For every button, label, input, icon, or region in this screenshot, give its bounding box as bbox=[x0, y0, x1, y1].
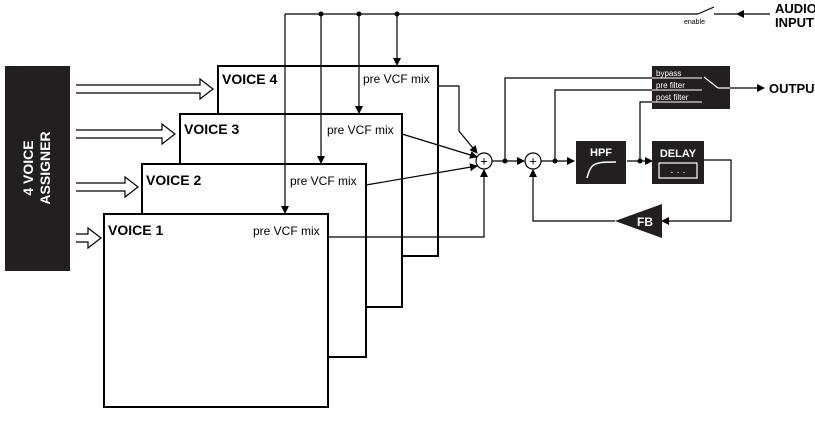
voice-4-title: VOICE 4 bbox=[222, 71, 277, 87]
voice-2-title: VOICE 2 bbox=[146, 172, 201, 188]
switch-option-pre-filter: pre filter bbox=[656, 81, 685, 90]
voice-4-mix-label: pre VCF mix bbox=[363, 72, 430, 86]
hpf-label: HPF bbox=[590, 147, 612, 159]
audio-input-bus bbox=[281, 6, 770, 214]
sum-symbol-1: + bbox=[480, 154, 488, 169]
feedback-amp: FB bbox=[615, 204, 662, 238]
bus-junction-dots bbox=[318, 11, 400, 17]
junction-dots bbox=[502, 158, 643, 164]
audio-input-label-line1: AUDIO bbox=[775, 1, 815, 16]
hollow-arrow-voice2 bbox=[76, 175, 139, 199]
voice-2-mix-label: pre VCF mix bbox=[290, 174, 357, 188]
sum-symbol-2: + bbox=[529, 154, 537, 169]
audio-input-label-line2: INPUT bbox=[775, 15, 814, 30]
assigner-label-line2: ASSIGNER bbox=[37, 131, 53, 204]
switch-option-post-filter: post filter bbox=[656, 93, 689, 102]
switch-lever-icon bbox=[703, 76, 719, 89]
assigner-arrows bbox=[76, 77, 214, 250]
delay-label: DELAY bbox=[660, 148, 697, 160]
voice-assigner: 4 VOICE ASSIGNER bbox=[5, 66, 70, 271]
voice-3-mix-label: pre VCF mix bbox=[327, 123, 394, 137]
mix-lines bbox=[328, 85, 488, 238]
hpf-curve-icon bbox=[586, 161, 617, 179]
hollow-arrow-voice4 bbox=[76, 77, 214, 101]
fb-label: FB bbox=[637, 215, 653, 229]
voice-1-title: VOICE 1 bbox=[108, 222, 163, 238]
assigner-label-line1: 4 VOICE bbox=[20, 140, 36, 195]
output-switch: bypass pre filter post filter bbox=[652, 66, 730, 109]
summing-node-2: + bbox=[524, 152, 542, 170]
hpf-block: HPF bbox=[576, 141, 626, 184]
delay-block: DELAY · · · bbox=[652, 141, 704, 184]
voice-3-title: VOICE 3 bbox=[184, 121, 239, 137]
voice-1-panel: VOICE 1 pre VCF mix bbox=[103, 213, 329, 408]
enable-label: enable bbox=[684, 19, 705, 26]
delay-line-icon: · · · bbox=[670, 167, 686, 178]
summing-node-1: + bbox=[475, 152, 493, 170]
main-path bbox=[492, 77, 732, 225]
switch-option-bypass: bypass bbox=[656, 69, 681, 78]
hollow-arrow-voice1 bbox=[76, 226, 102, 250]
hollow-arrow-voice3 bbox=[76, 122, 176, 146]
voice-1-mix-label: pre VCF mix bbox=[253, 224, 320, 238]
output-label: OUTPUT bbox=[769, 81, 815, 96]
